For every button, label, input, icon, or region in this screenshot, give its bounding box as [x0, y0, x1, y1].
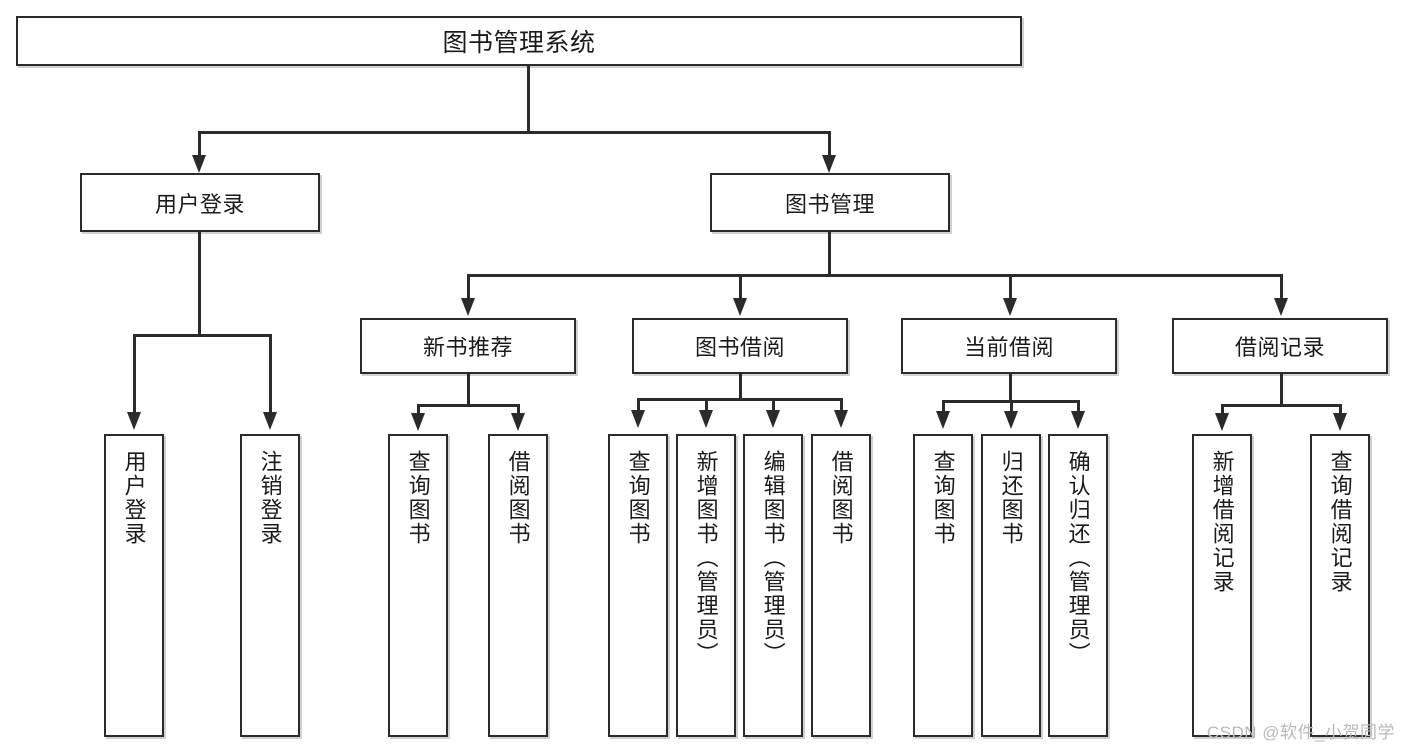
node-current-borrow[interactable]: 当前借阅 [901, 318, 1117, 374]
arrowhead-bm-to-current-borrow [1003, 298, 1017, 316]
connector-bb-to-leaf-2 [705, 398, 708, 412]
node-new-book-recommend[interactable]: 新书推荐 [360, 318, 576, 374]
node-label: 新书推荐 [422, 335, 513, 360]
leaf-current-borrow-3[interactable]: 确认归还（管理员） [1048, 434, 1108, 737]
connector-nb-to-leaf-1 [417, 404, 420, 415]
node-label: 查询图书 [625, 450, 651, 546]
node-label: 借阅记录 [1234, 335, 1325, 360]
node-book-borrow[interactable]: 图书借阅 [632, 318, 848, 374]
connector-bm-to-new-book [467, 274, 470, 302]
node-label: 借阅图书 [505, 450, 531, 546]
leaf-book-borrow-4[interactable]: 借阅图书 [811, 434, 871, 737]
connector-br-to-leaf-1 [1221, 404, 1224, 415]
leaf-book-borrow-1[interactable]: 查询图书 [608, 434, 668, 737]
arrowhead-br-to-leaf-2 [1333, 413, 1347, 431]
leaf-new-book-2[interactable]: 借阅图书 [488, 434, 548, 737]
leaf-user-login-1[interactable]: 用户登录 [104, 434, 164, 737]
arrowhead-nb-to-leaf-2 [511, 413, 525, 431]
connector-bm-to-current-borrow [1009, 274, 1012, 302]
node-label: 用户登录 [121, 450, 147, 546]
connector-book-management-bus [467, 274, 1283, 277]
connector-cb-to-leaf-1 [942, 400, 945, 413]
connector-br-to-leaf-2 [1339, 404, 1342, 415]
node-label: 图书借阅 [694, 335, 785, 360]
connector-cb-to-leaf-3 [1077, 400, 1080, 413]
connector-borrow-record-stem [1280, 374, 1283, 406]
connector-cb-to-leaf-2 [1010, 400, 1013, 413]
connector-user-login-bus [133, 334, 269, 337]
arrowhead-user-login-to-leaf-2 [263, 412, 277, 430]
arrowhead-bb-to-leaf-4 [834, 410, 848, 428]
arrowhead-cb-to-leaf-1 [936, 411, 950, 429]
node-root-book-management-system[interactable]: 图书管理系统 [16, 16, 1022, 66]
connector-new-book-stem [467, 374, 470, 406]
node-user-login[interactable]: 用户登录 [80, 173, 320, 232]
leaf-current-borrow-1[interactable]: 查询图书 [913, 434, 973, 737]
leaf-borrow-record-2[interactable]: 查询借阅记录 [1310, 434, 1370, 737]
node-book-management[interactable]: 图书管理 [710, 173, 950, 232]
connector-book-borrow-stem [739, 374, 742, 400]
connector-bb-to-leaf-3 [772, 398, 775, 412]
connector-book-borrow-bus [637, 398, 843, 401]
node-label: 图书管理系统 [442, 29, 596, 57]
leaf-user-login-2[interactable]: 注销登录 [240, 434, 300, 737]
node-label: 当前借阅 [963, 335, 1054, 360]
connector-root-bus [198, 131, 830, 134]
arrowhead-br-to-leaf-1 [1215, 413, 1229, 431]
connector-root-stem [527, 66, 530, 132]
node-label: 注销登录 [257, 450, 283, 546]
arrowhead-root-to-user-login [192, 155, 206, 173]
leaf-current-borrow-2[interactable]: 归还图书 [981, 434, 1041, 737]
node-borrow-record[interactable]: 借阅记录 [1172, 318, 1388, 374]
leaf-borrow-record-1[interactable]: 新增借阅记录 [1192, 434, 1252, 737]
node-label: 新增图书（管理员） [693, 450, 719, 666]
connector-root-to-book-management [828, 131, 831, 159]
leaf-book-borrow-2[interactable]: 新增图书（管理员） [676, 434, 736, 737]
connector-bb-to-leaf-4 [840, 398, 843, 412]
node-label: 确认归还（管理员） [1065, 450, 1091, 666]
leaf-new-book-1[interactable]: 查询图书 [388, 434, 448, 737]
arrowhead-user-login-to-leaf-1 [127, 412, 141, 430]
node-label: 查询借阅记录 [1327, 450, 1353, 594]
node-label: 借阅图书 [828, 450, 854, 546]
connector-new-book-bus [417, 404, 520, 407]
node-label: 图书管理 [784, 191, 875, 217]
connector-user-login-to-leaf-1 [133, 334, 136, 414]
connector-borrow-record-bus [1221, 404, 1342, 407]
node-label: 新增借阅记录 [1209, 450, 1235, 594]
node-label: 归还图书 [998, 450, 1024, 546]
arrowhead-bb-to-leaf-2 [699, 410, 713, 428]
node-label: 编辑图书（管理员） [760, 450, 786, 666]
leaf-book-borrow-3[interactable]: 编辑图书（管理员） [743, 434, 803, 737]
connector-root-to-user-login [198, 131, 201, 159]
node-label: 查询图书 [405, 450, 431, 546]
connector-bm-to-borrow-record [1280, 274, 1283, 302]
arrowhead-cb-to-leaf-2 [1004, 411, 1018, 429]
connector-book-management-stem [828, 232, 831, 276]
connector-user-login-to-leaf-2 [269, 334, 272, 414]
arrowhead-bb-to-leaf-3 [766, 410, 780, 428]
node-label: 查询图书 [930, 450, 956, 546]
connector-bb-to-leaf-1 [637, 398, 640, 412]
connector-current-borrow-stem [1009, 374, 1012, 402]
arrowhead-nb-to-leaf-1 [411, 413, 425, 431]
arrowhead-root-to-book-management [822, 155, 836, 173]
arrowhead-bb-to-leaf-1 [631, 410, 645, 428]
arrowhead-bm-to-book-borrow [733, 298, 747, 316]
arrowhead-bm-to-new-book [461, 298, 475, 316]
arrowhead-cb-to-leaf-3 [1071, 411, 1085, 429]
connector-user-login-stem [198, 232, 201, 336]
connector-bm-to-book-borrow [739, 274, 742, 302]
node-label: 用户登录 [154, 191, 245, 217]
connector-nb-to-leaf-2 [517, 404, 520, 415]
arrowhead-bm-to-borrow-record [1274, 298, 1288, 316]
